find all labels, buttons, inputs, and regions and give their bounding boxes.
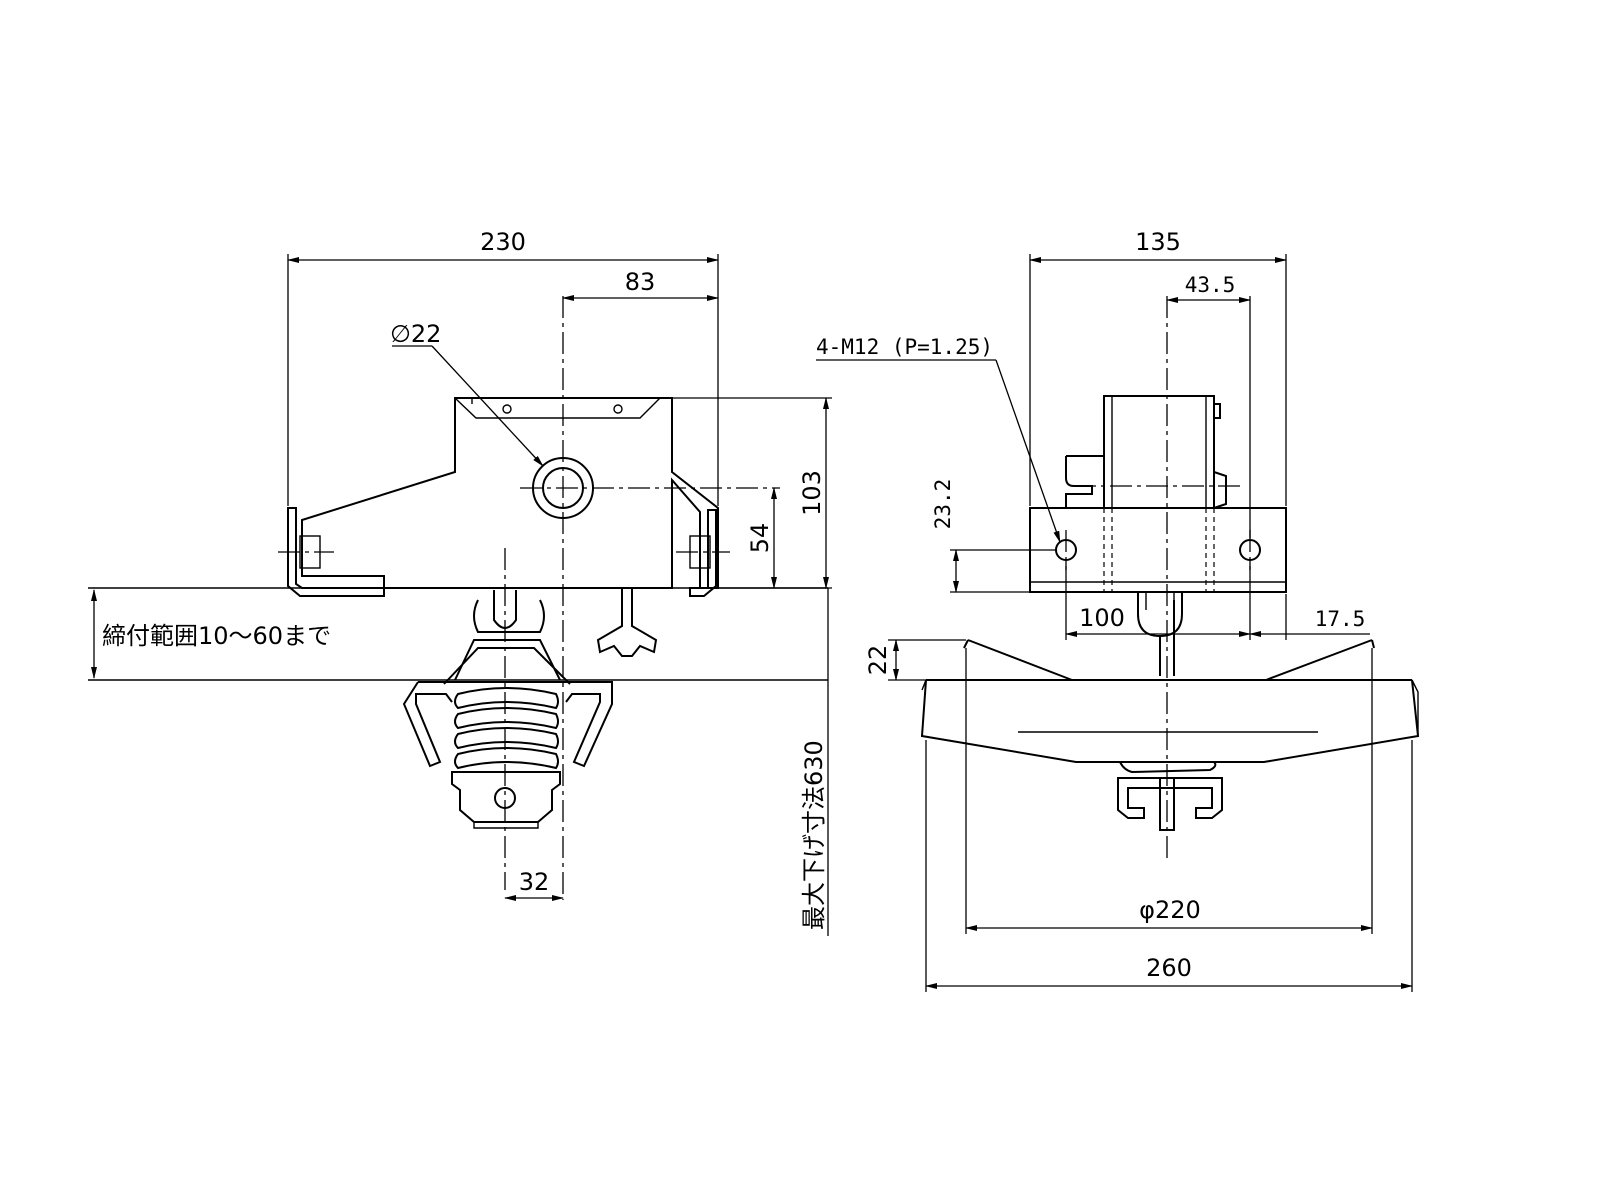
base-plate bbox=[1029, 507, 1287, 593]
lower-u-bracket bbox=[402, 681, 613, 768]
wheel-rim-ends bbox=[963, 639, 1375, 649]
left-jaw bbox=[287, 507, 385, 597]
upper-housing bbox=[1103, 395, 1215, 509]
dim-hole-pitch: 100 bbox=[1079, 604, 1125, 632]
dim-wheel-outer-diameter: 260 bbox=[1146, 954, 1192, 982]
dim-side-offset: 43.5 bbox=[1185, 273, 1236, 297]
wheel-top-rim bbox=[967, 639, 1373, 681]
spring-seat bbox=[451, 771, 561, 823]
dim-wheel-inner-diameter: φ220 bbox=[1139, 896, 1201, 924]
yoke bbox=[1137, 592, 1183, 638]
dim-edge-offset: 17.5 bbox=[1315, 607, 1366, 631]
spring-seat-lower bbox=[473, 822, 539, 829]
dim-front-offset: 83 bbox=[625, 268, 656, 296]
clamp-body-top-chamfer bbox=[454, 397, 661, 419]
spring-coils bbox=[454, 687, 559, 770]
side-clip bbox=[1065, 455, 1104, 508]
dim-front-height: 103 bbox=[798, 470, 826, 516]
top-small-hole-right bbox=[613, 404, 623, 414]
front-view: 230 83 ∅22 103 54 締付範囲10～60まで 最大下げ寸法630 … bbox=[88, 228, 832, 936]
max-drop-note: 最大下げ寸法630 bbox=[800, 740, 828, 930]
wing-nut bbox=[596, 588, 658, 657]
dim-front-width: 230 bbox=[480, 228, 526, 256]
upper-housing-right-lug bbox=[1214, 403, 1221, 419]
thread-note: 4-M12 (P=1.25) bbox=[816, 335, 993, 359]
wheel-body bbox=[920, 679, 1420, 763]
dim-front-center-height: 54 bbox=[746, 523, 774, 554]
side-view: 135 43.5 4-M12 (P=1.25) 23.2 100 17.5 22 bbox=[816, 228, 1420, 992]
top-small-hole-left bbox=[502, 404, 512, 414]
dim-front-bottom-offset: 32 bbox=[519, 868, 550, 896]
clamp-range-note: 締付範囲10～60まで bbox=[102, 622, 331, 650]
dim-wheel-thickness: 22 bbox=[864, 645, 892, 676]
nut-right bbox=[1213, 471, 1227, 509]
hook-shackle bbox=[473, 599, 545, 633]
right-jaw bbox=[689, 509, 717, 597]
dim-side-hole-height: 23.2 bbox=[931, 479, 955, 530]
side-lower-bracket bbox=[1117, 777, 1223, 819]
clamp-body-outline bbox=[301, 397, 719, 589]
wheel-body-chamfer bbox=[921, 679, 1419, 736]
spring-frame bbox=[443, 639, 571, 685]
side-spring bbox=[1119, 761, 1217, 774]
dim-hole-diameter: ∅22 bbox=[390, 320, 441, 348]
dim-side-width: 135 bbox=[1135, 228, 1181, 256]
